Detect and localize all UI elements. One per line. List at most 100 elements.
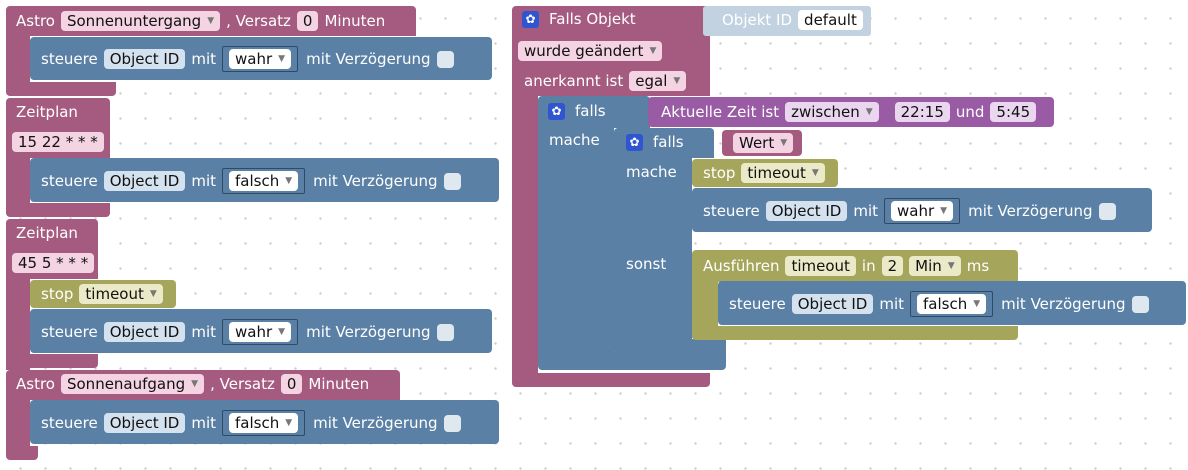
- dropdown-arrow-icon: ▼: [285, 176, 293, 186]
- schedule-label: Zeitplan: [16, 224, 78, 242]
- time-mode-value: zwischen: [791, 103, 860, 121]
- mit-label: mit: [191, 172, 217, 190]
- delay-label: mit Verzögerung: [968, 202, 1093, 220]
- dropdown-arrow-icon: ▼: [780, 138, 788, 148]
- schedule2-stop-row: stop timeout▼: [41, 284, 169, 304]
- in-label: in: [861, 257, 876, 275]
- timer-unit-value: Min: [915, 257, 942, 275]
- timer-name-input[interactable]: timeout: [785, 256, 856, 276]
- delay-checkbox[interactable]: [443, 414, 461, 432]
- dropdown-arrow-icon: ▼: [207, 16, 215, 26]
- time-label: Aktuelle Zeit ist: [661, 103, 780, 121]
- astro-sunrise-set-row: steuere Object ID mit falsch▼ mit Verzög…: [41, 410, 461, 436]
- object-id-input[interactable]: Object ID: [103, 171, 186, 191]
- astro-sunset-set-row: steuere Object ID mit wahr▼ mit Verzöger…: [41, 46, 454, 72]
- dropdown-arrow-icon: ▼: [673, 76, 681, 86]
- mache-label: mache: [549, 131, 600, 149]
- mit-label: mit: [191, 323, 217, 341]
- value-dropdown[interactable]: falsch▼: [229, 413, 299, 433]
- astro-sunset-spine: [6, 30, 30, 90]
- timer-bottom: [692, 326, 1018, 340]
- wert-dropdown[interactable]: Wert ▼: [733, 133, 794, 153]
- dropdown-arrow-icon: ▼: [649, 46, 657, 56]
- timer-dropdown[interactable]: timeout ▼: [741, 163, 825, 183]
- astro-sunrise-bottom: [6, 446, 38, 460]
- object-id-input[interactable]: Object ID: [103, 322, 186, 342]
- value-socket: falsch▼: [910, 291, 994, 317]
- offset-label: , Versatz: [226, 12, 291, 30]
- ack-dropdown[interactable]: egal▼: [629, 71, 687, 91]
- delay-checkbox[interactable]: [443, 172, 461, 190]
- wert-value: Wert: [739, 134, 775, 152]
- delay-checkbox[interactable]: [436, 323, 454, 341]
- timer-set-row: steuere Object ID mit falsch▼ mit Verzög…: [729, 291, 1149, 317]
- steuere-label: steuere: [41, 323, 98, 341]
- astro-event-value: Sonnenaufgang: [66, 375, 186, 393]
- delay-label: mit Verzögerung: [313, 414, 438, 432]
- trigger-title: Falls Objekt: [549, 10, 636, 28]
- ack-label: anerkannt ist: [524, 72, 624, 90]
- dropdown-arrow-icon: ▼: [947, 261, 955, 271]
- value-dropdown[interactable]: falsch▼: [917, 294, 987, 314]
- change-mode-dropdown[interactable]: wurde geändert▼: [518, 41, 663, 61]
- value-dropdown[interactable]: wahr▼: [891, 201, 954, 221]
- astro-sunrise-header: Astro Sonnenaufgang▼ , Versatz 0 Minuten: [16, 374, 375, 394]
- value-socket: wahr▼: [222, 46, 299, 72]
- delay-checkbox[interactable]: [1098, 202, 1116, 220]
- dropdown-arrow-icon: ▼: [811, 168, 819, 178]
- value-text: wahr: [235, 323, 273, 341]
- value-dropdown[interactable]: falsch▼: [229, 171, 299, 191]
- schedule2-cron-row: 45 5 * * *: [12, 253, 100, 273]
- timer-unit-dropdown[interactable]: Min ▼: [909, 256, 961, 276]
- mit-label: mit: [879, 295, 905, 313]
- astro-sunset-bottom: [6, 82, 116, 96]
- steuere-label: steuere: [41, 172, 98, 190]
- if2-mache-row: mache: [626, 163, 683, 181]
- timer-value: timeout: [747, 164, 806, 182]
- time-mode-dropdown[interactable]: zwischen ▼: [785, 102, 879, 122]
- astro-label: Astro: [16, 12, 55, 30]
- steuere-label: steuere: [703, 202, 760, 220]
- object-id-input[interactable]: Object ID: [103, 49, 186, 69]
- astro-sunset-header: Astro Sonnenuntergang▼ , Versatz 0 Minut…: [16, 11, 391, 31]
- gear-icon[interactable]: ✿: [626, 133, 643, 151]
- cron-input[interactable]: 15 22 * * *: [12, 132, 104, 152]
- steuere-label: steuere: [41, 414, 98, 432]
- dropdown-arrow-icon: ▼: [973, 299, 981, 309]
- if1-spine: [538, 124, 614, 360]
- schedule-label: Zeitplan: [16, 103, 78, 121]
- object-id-value-input[interactable]: default: [798, 10, 863, 30]
- dropdown-arrow-icon: ▼: [191, 379, 199, 389]
- if1-header: ✿ falls: [548, 102, 612, 120]
- astro-event-dropdown[interactable]: Sonnenaufgang ▼: [60, 374, 205, 394]
- mit-label: mit: [191, 50, 217, 68]
- offset-input[interactable]: 0: [280, 374, 303, 394]
- trigger-changed-row: wurde geändert▼: [518, 41, 668, 61]
- object-id-input[interactable]: Object ID: [765, 201, 848, 221]
- if2-bottom: [614, 339, 726, 355]
- object-id-input[interactable]: Object ID: [791, 294, 874, 314]
- timer-amount-input[interactable]: 2: [881, 256, 904, 276]
- object-id-input[interactable]: Object ID: [103, 413, 186, 433]
- value-dropdown[interactable]: wahr▼: [229, 49, 292, 69]
- gear-icon[interactable]: ✿: [548, 102, 565, 120]
- steuere-label: steuere: [41, 50, 98, 68]
- if2-spine: [614, 150, 692, 350]
- cron-input[interactable]: 45 5 * * *: [12, 253, 95, 273]
- start-time-input[interactable]: 22:15: [894, 102, 950, 122]
- gear-icon[interactable]: ✿: [522, 10, 539, 28]
- schedule1-cron-row: 15 22 * * *: [12, 132, 110, 152]
- delay-checkbox[interactable]: [1131, 295, 1149, 313]
- delay-checkbox[interactable]: [436, 50, 454, 68]
- offset-input[interactable]: 0: [296, 11, 319, 31]
- end-time-input[interactable]: 5:45: [990, 102, 1037, 122]
- timer-dropdown[interactable]: timeout▼: [79, 284, 163, 304]
- astro-event-dropdown[interactable]: Sonnenuntergang▼: [60, 11, 221, 31]
- delay-label: mit Verzögerung: [313, 172, 438, 190]
- value-dropdown[interactable]: wahr▼: [229, 322, 292, 342]
- dropdown-arrow-icon: ▼: [865, 107, 873, 117]
- value-text: falsch: [235, 414, 280, 432]
- timer-row: Ausführen timeout in 2 Min▼ ms: [703, 256, 995, 276]
- schedule2-set-row: steuere Object ID mit wahr▼ mit Verzöger…: [41, 319, 454, 345]
- schedule1-bottom: [6, 203, 110, 217]
